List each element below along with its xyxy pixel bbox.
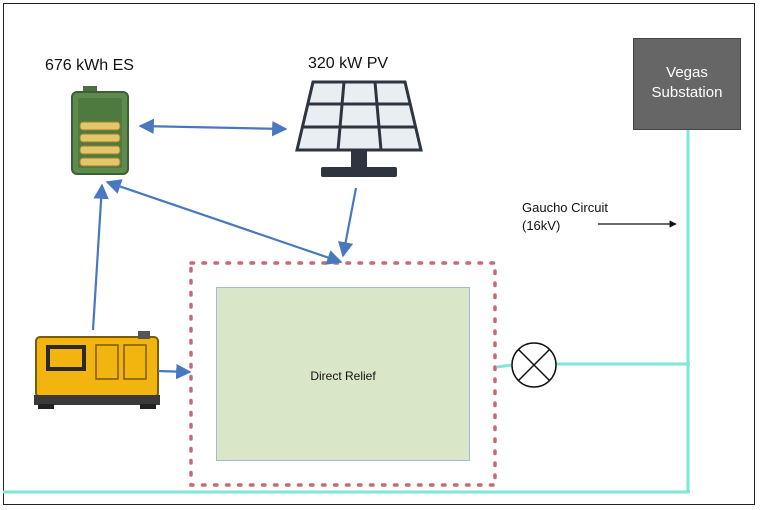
circuit-label-line1: Gaucho Circuit — [522, 200, 608, 215]
generator-to-es-arrow — [91, 183, 109, 331]
circuit-label: Gaucho Circuit (16kV) — [522, 199, 632, 235]
circuit-breaker-icon — [511, 342, 557, 388]
pv-to-facility-arrow — [338, 187, 358, 258]
battery-icon — [71, 86, 129, 175]
substation-label-line2: Substation — [651, 84, 723, 101]
facility-label: Direct Relief — [310, 369, 376, 383]
grid-connection-lines — [3, 130, 690, 494]
facility-to-switch-line — [496, 363, 513, 369]
es-pv-arrow — [138, 118, 288, 137]
vegas-substation: Vegas Substation — [633, 38, 741, 130]
circuit-label-line2: (16kV) — [522, 218, 561, 233]
energy-flow-arrows — [91, 118, 358, 380]
solar-pv-label: 320 kW PV — [308, 55, 389, 72]
substation-label-line1: Vegas — [666, 64, 708, 81]
generator-to-facility-arrow — [157, 363, 192, 380]
diagram-frame — [3, 3, 755, 505]
direct-relief-facility: Direct Relief — [216, 287, 470, 461]
solar-panel-icon — [295, 80, 423, 177]
energy-storage-label: 676 kWh ES — [45, 57, 134, 74]
es-facility-arrow — [105, 179, 343, 265]
generator-icon — [34, 331, 160, 409]
